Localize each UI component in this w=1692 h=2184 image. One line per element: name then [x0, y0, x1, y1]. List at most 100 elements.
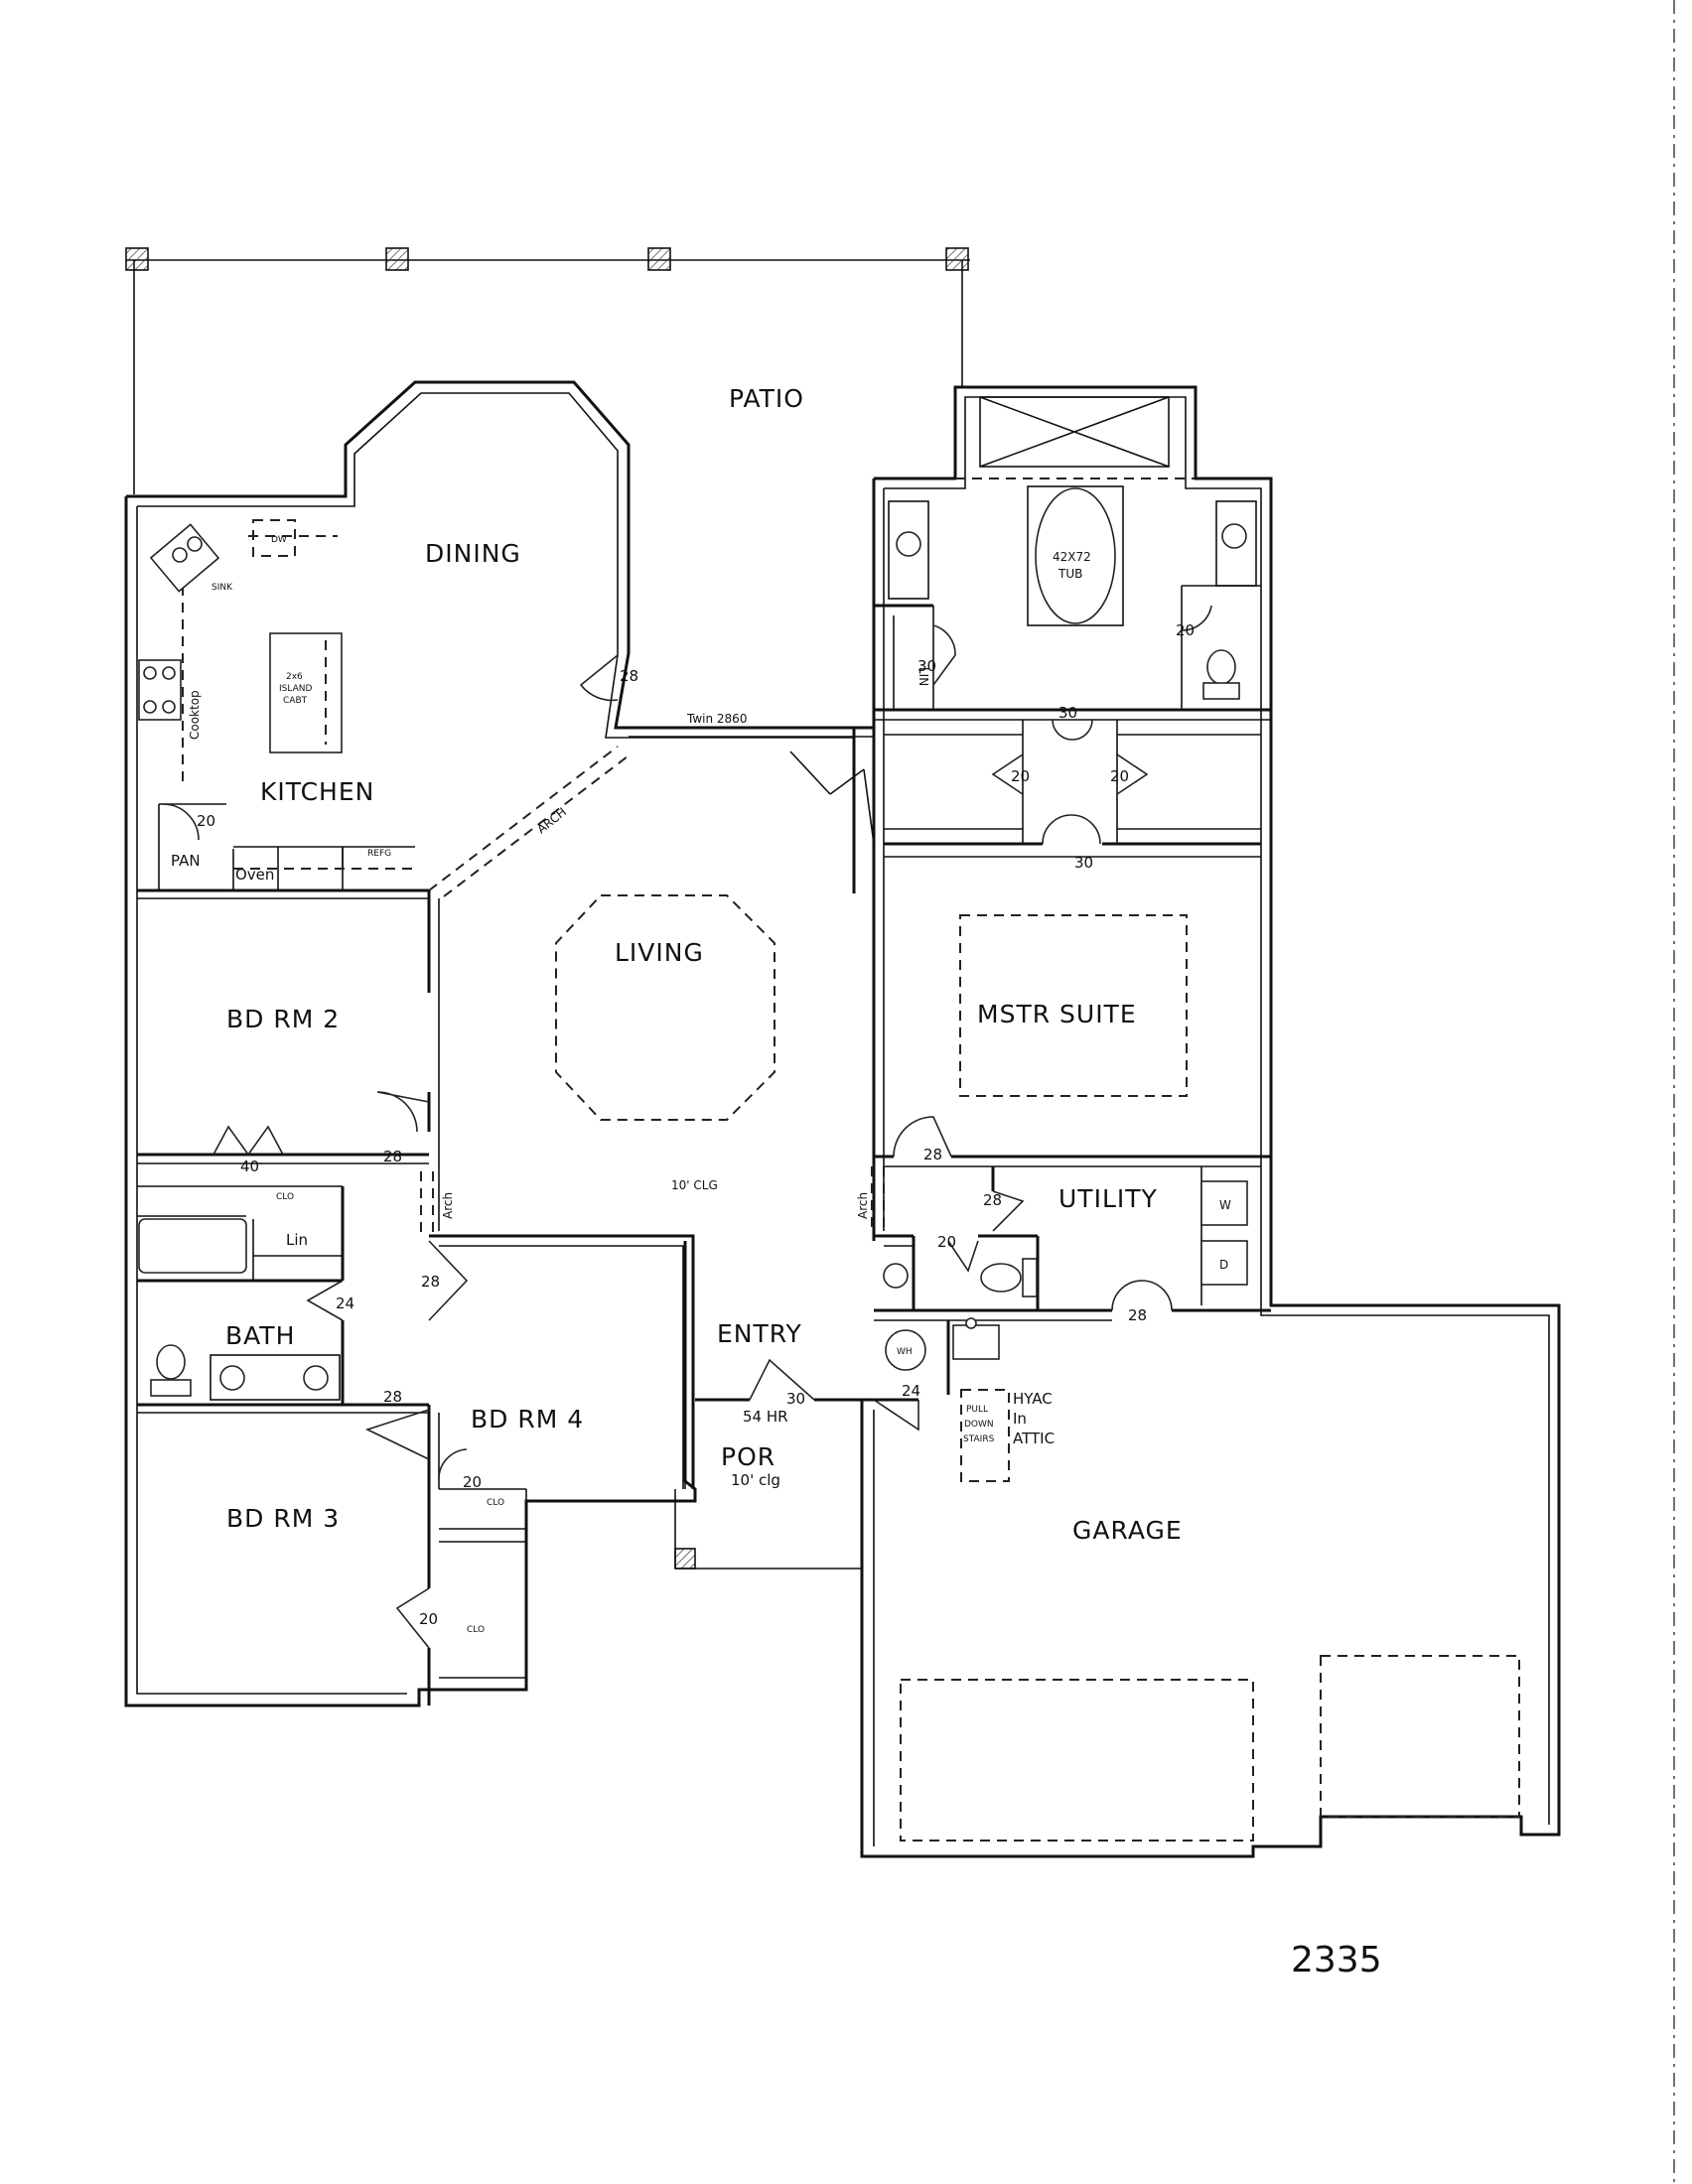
stairs-label-3: STAIRS	[963, 1434, 995, 1444]
room-label-living: LIVING	[615, 938, 704, 967]
utility-sink	[952, 1324, 1000, 1360]
lin-bath-label: Lin	[286, 1231, 308, 1249]
bd2-closet-door	[212, 1125, 284, 1157]
bath-hall-door	[428, 1240, 469, 1321]
door-size-utility: 28	[983, 1191, 1002, 1209]
powder-door	[947, 1240, 979, 1273]
closet-left-door	[991, 753, 1024, 795]
water-heater	[885, 1329, 926, 1371]
arch-right-label: Arch	[856, 1192, 870, 1219]
master-toilet	[1206, 649, 1236, 685]
door-size-closet-left: 20	[1011, 767, 1030, 785]
por-ceiling-label: 10' clg	[731, 1471, 780, 1489]
bd4-clo-door	[438, 1448, 468, 1478]
room-label-bd-rm-4: BD RM 4	[471, 1405, 584, 1433]
door-size-bd2: 28	[383, 1148, 402, 1165]
tub-label-2: TUB	[1058, 567, 1082, 581]
room-label-mstr-suite: MSTR SUITE	[977, 1000, 1137, 1028]
fixtures	[138, 485, 1257, 1401]
door-size-bd3-clo: 20	[419, 1610, 438, 1628]
closet-top-door	[1052, 719, 1093, 741]
closet-right-door	[1116, 753, 1149, 795]
door-size-mstr: 28	[923, 1146, 942, 1163]
powder-toilet	[980, 1263, 1022, 1293]
wc-master-door	[1181, 605, 1212, 631]
tub-label-1: 42X72	[1053, 550, 1091, 564]
bathtub	[138, 1218, 247, 1274]
arch-kitchen-label: ARCH	[534, 805, 569, 837]
bd3-clo-door	[395, 1587, 430, 1649]
room-label-garage: GARAGE	[1072, 1516, 1183, 1545]
door-size-bath-hall: 28	[421, 1273, 440, 1291]
garage-util-door	[1111, 1280, 1173, 1311]
door-size-entry: 30	[786, 1390, 805, 1408]
patio-outline	[125, 247, 970, 494]
room-label-entry: ENTRY	[717, 1319, 802, 1348]
room-label-dining: DINING	[425, 539, 521, 568]
door-size-closet-top: 30	[1058, 704, 1077, 722]
clo-bd2-label: CLO	[276, 1192, 294, 1202]
refg-label: REFG	[367, 849, 391, 859]
dryer	[1200, 1240, 1248, 1286]
bath-sink-right	[303, 1365, 329, 1391]
hyac-label-2: In	[1013, 1410, 1027, 1428]
pull-down-stairs	[960, 1389, 1010, 1482]
door-size-bath: 24	[336, 1295, 354, 1312]
master-tub	[1035, 487, 1116, 624]
door-size-labels: 28 20 30 20 30 20 20 30 40 28 28 24 28 2…	[197, 621, 1195, 1628]
garage-door-right	[1320, 1655, 1520, 1818]
door-size-closet-bottom: 30	[1074, 854, 1093, 872]
patio-post	[647, 247, 671, 271]
pan-label: PAN	[171, 852, 201, 870]
lin-master-label: LIN	[916, 667, 930, 686]
patio-post	[385, 247, 409, 271]
room-label-bd-rm-2: BD RM 2	[226, 1005, 340, 1033]
exterior-walls	[124, 380, 1561, 1858]
wh-closet-door	[873, 1399, 919, 1432]
master-sink-right	[1221, 523, 1247, 549]
room-label-por: POR	[721, 1442, 776, 1471]
stairs-label-2: DOWN	[964, 1420, 994, 1430]
wh-label: WH	[897, 1347, 913, 1357]
door-size-closet-right: 20	[1110, 767, 1129, 785]
utility-door	[992, 1190, 1025, 1232]
washer-label: W	[1219, 1198, 1231, 1212]
arch-left-label: Arch	[441, 1192, 455, 1219]
closet-bottom-door	[1042, 814, 1101, 845]
dryer-label: D	[1219, 1258, 1228, 1272]
entry-door	[749, 1358, 815, 1401]
bd3-door	[364, 1409, 430, 1460]
bath-door	[306, 1280, 344, 1321]
dashed-features	[182, 396, 1520, 1842]
door-size-powder: 20	[937, 1233, 956, 1251]
hyac-label-1: HYAC	[1013, 1390, 1053, 1408]
hyac-label-3: ATTIC	[1013, 1430, 1055, 1447]
room-label-utility: UTILITY	[1058, 1184, 1158, 1213]
door-size-wc-master: 20	[1176, 621, 1195, 639]
bath-toilet	[156, 1344, 186, 1380]
lin-master-door	[932, 624, 956, 686]
room-label-patio: PATIO	[729, 384, 804, 413]
patio-post	[945, 247, 969, 271]
door-size-wh-closet: 24	[902, 1382, 920, 1400]
powder-sink	[883, 1263, 909, 1289]
dishwasher	[252, 519, 296, 557]
cooktop-label: Cooktop	[188, 690, 202, 740]
porch-post	[674, 1548, 696, 1570]
pan-door	[163, 803, 200, 841]
room-labels: PATIO DINING KITCHEN LIVING MSTR SUITE B…	[225, 384, 1183, 1545]
mstr-door	[893, 1116, 952, 1158]
bd2-door	[376, 1091, 430, 1133]
island-label-2: ISLAND	[279, 684, 312, 694]
door-size-bd4-clo: 20	[463, 1473, 482, 1491]
room-label-bath: BATH	[225, 1321, 295, 1350]
plan-number: 2335	[1291, 1940, 1382, 1980]
patio-post	[125, 247, 149, 271]
island-label-3: CABT	[283, 696, 308, 706]
interior-walls	[137, 478, 1271, 1706]
stairs-label-1: PULL	[966, 1405, 988, 1415]
bath-sink-left	[219, 1365, 245, 1391]
clo-bd4-label: CLO	[487, 1498, 504, 1508]
living-clg-label: 10' CLG	[671, 1178, 718, 1192]
